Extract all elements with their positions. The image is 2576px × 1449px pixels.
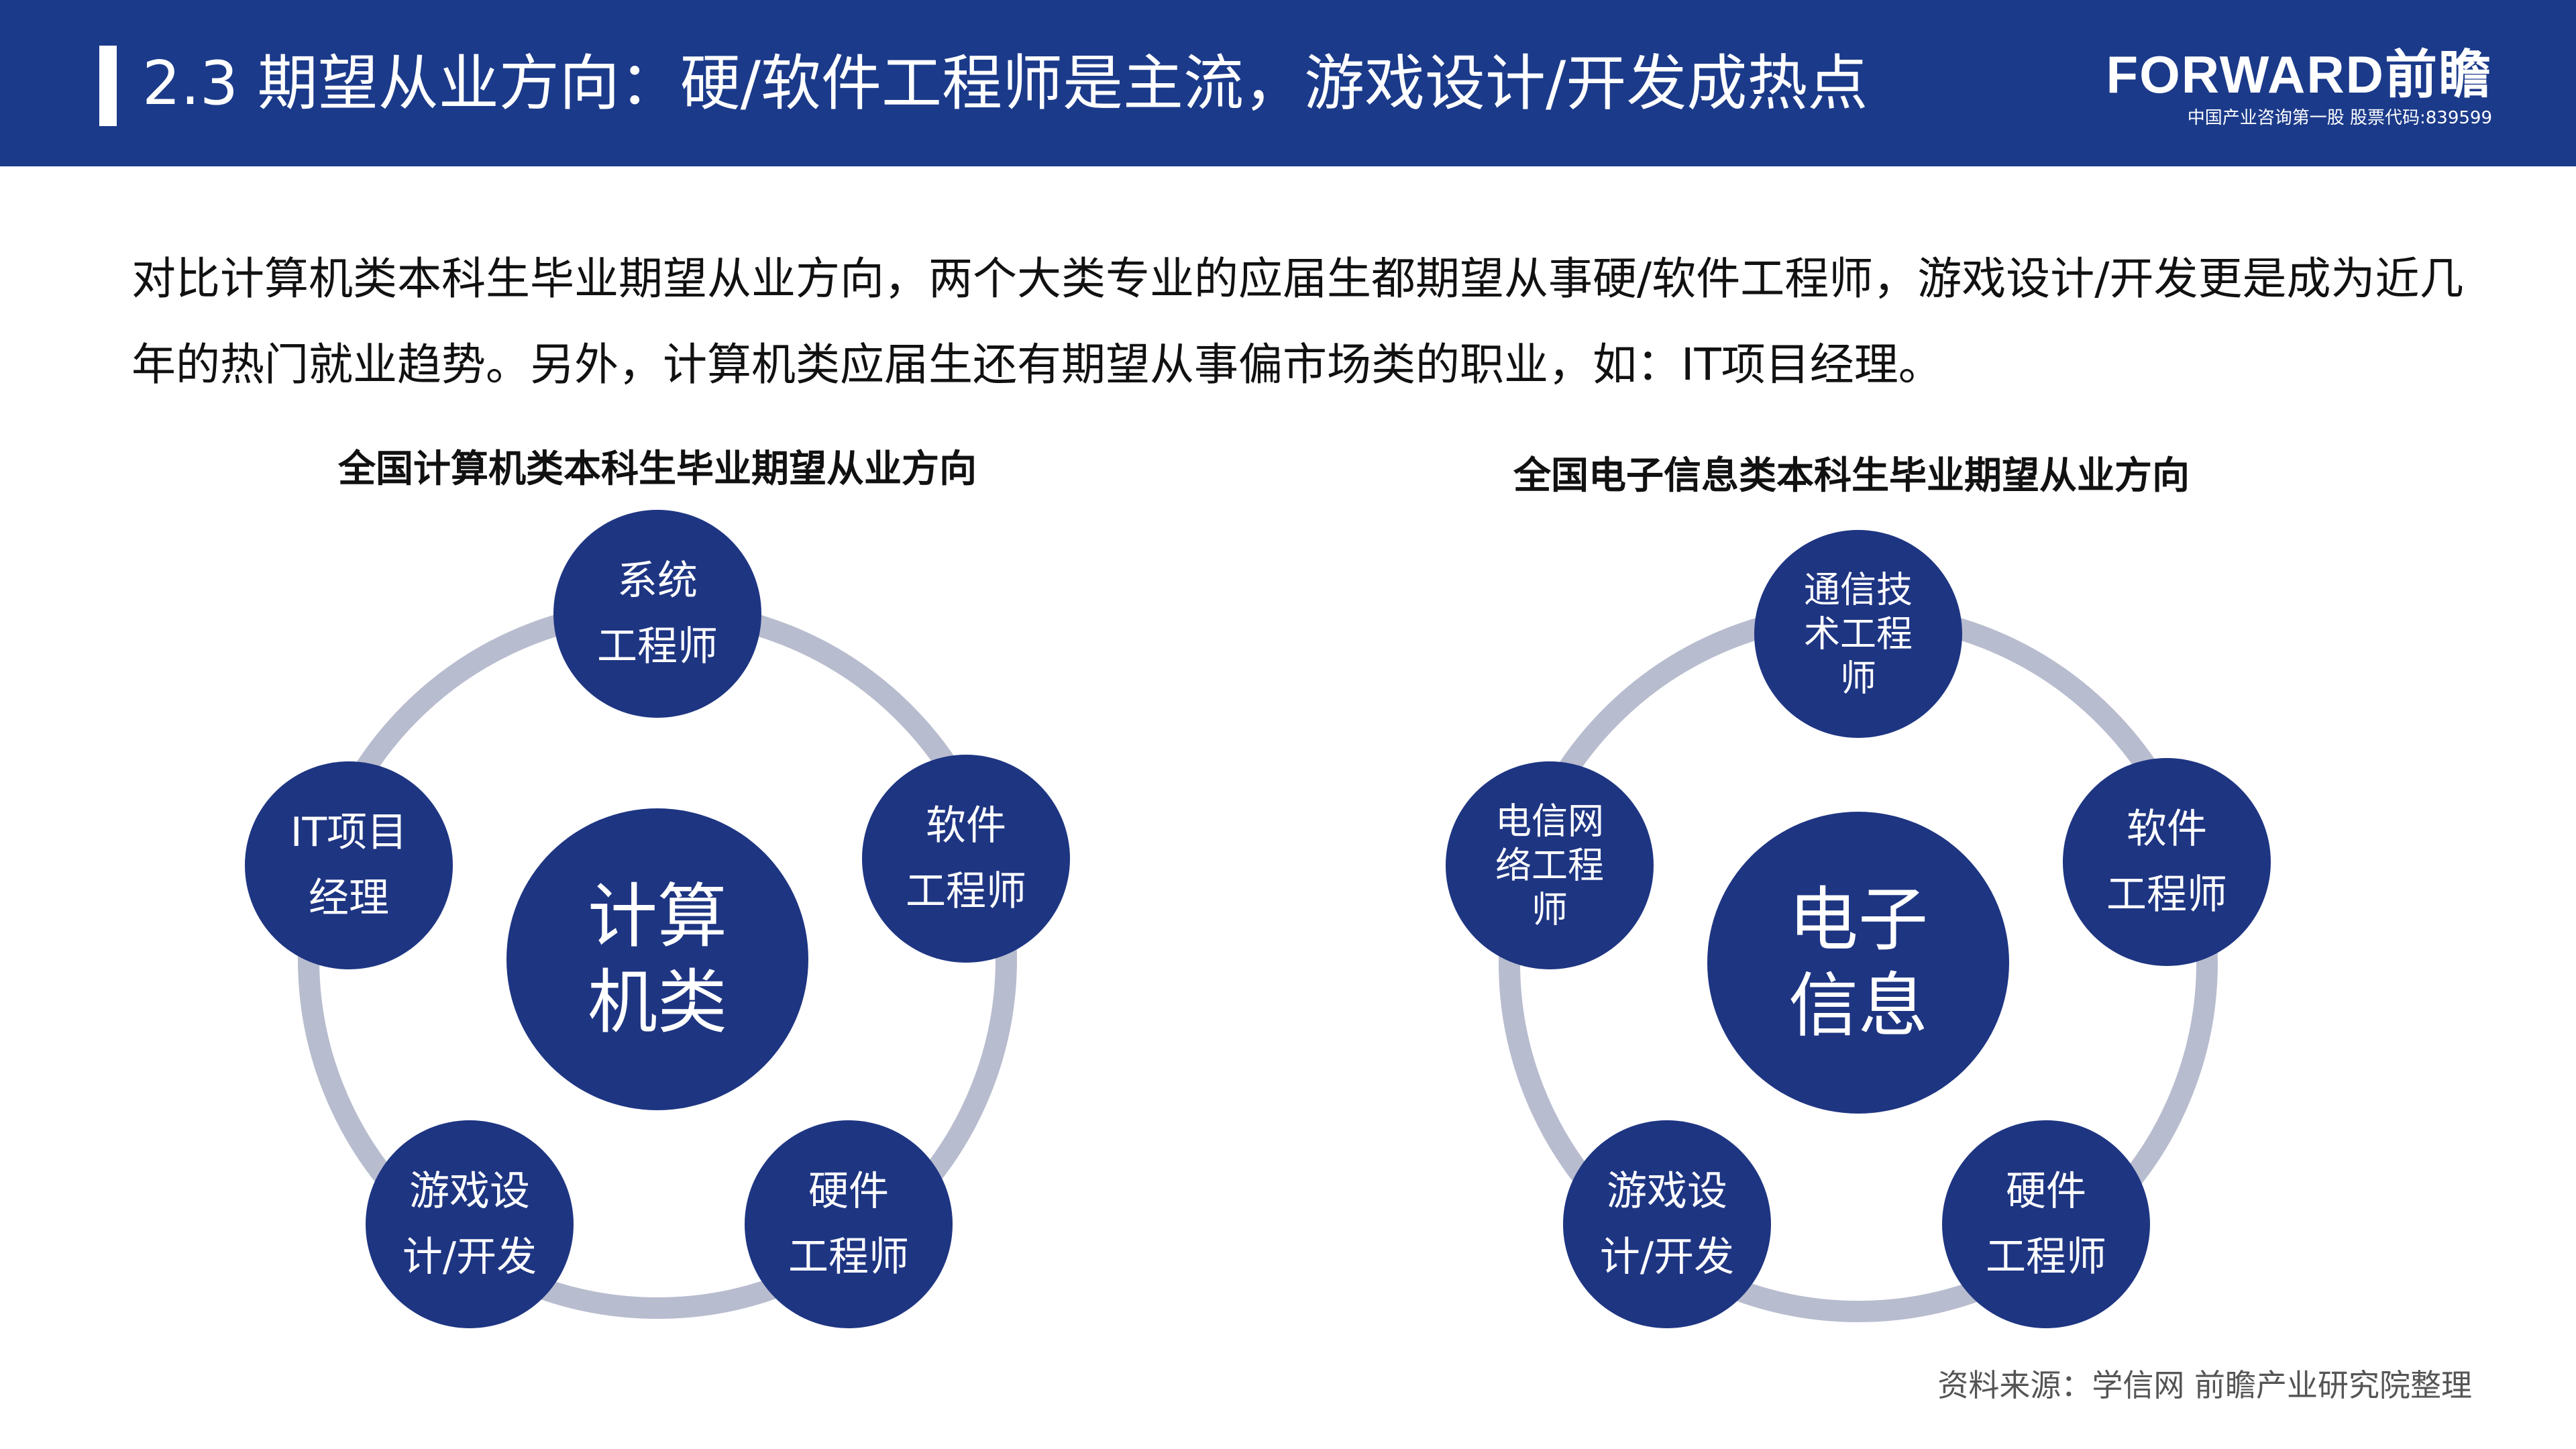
computer-center-line-1: 机类 [588, 961, 727, 1043]
logo-wordmark: FORWARD前瞻 [2106, 45, 2492, 104]
computer-center-circle [506, 808, 808, 1110]
diagram-title-computer: 全国计算机类本科生毕业期望从业方向 [338, 447, 977, 491]
computer-node-circle-4 [245, 761, 453, 969]
electronics-node-3-line-0: 游戏设 [1607, 1168, 1727, 1215]
electronics-node-circle-0 [1754, 530, 1962, 738]
title-accent-bar [99, 46, 117, 126]
logo-tagline: 中国产业咨询第一股 股票代码:839599 [2187, 108, 2492, 128]
electronics-node-circle-2 [1942, 1120, 2150, 1328]
computer-node-circle-0 [553, 510, 761, 718]
electronics-node-1-line-0: 软件 [2127, 806, 2207, 853]
electronics-center-line-0: 电子 [1788, 879, 1928, 961]
electronics-node-3-line-1: 计/开发 [1600, 1234, 1734, 1281]
computer-center-node: 计算机类 [506, 808, 808, 1110]
intro-paragraph: 对比计算机类本科生毕业期望从业方向，两个大类专业的应届生都期望从事硬/软件工程师… [131, 253, 2464, 390]
electronics-node-4-line-0: 电信网 [1495, 800, 1604, 843]
electronics-node-3: 游戏设计/开发 [1563, 1120, 1771, 1328]
computer-node-1-line-0: 软件 [926, 802, 1006, 849]
electronics-node-circle-4 [1446, 761, 1654, 969]
computer-node-3: 游戏设计/开发 [366, 1120, 574, 1328]
diagram-title-electronics: 全国电子信息类本科生毕业期望从业方向 [1513, 454, 2190, 498]
electronics-node-0-line-1: 术工程 [1804, 613, 1913, 655]
computer-node-2-line-0: 硬件 [808, 1168, 889, 1215]
computer-node-circle-3 [366, 1120, 574, 1328]
computer-node-4-line-1: 经理 [309, 875, 389, 922]
computer-node-4: IT项目经理 [245, 761, 453, 969]
computer-node-3-line-0: 游戏设 [409, 1168, 530, 1215]
header-banner: 2.3 期望从业方向：硬/软件工程师是主流，游戏设计/开发成热点 FORWARD… [0, 0, 2576, 166]
electronics-node-4-line-2: 师 [1532, 889, 1568, 931]
electronics-node-circle-1 [2063, 758, 2271, 966]
computer-node-1: 软件工程师 [862, 755, 1070, 963]
computer-node-circle-1 [862, 755, 1070, 963]
computer-node-0-line-1: 工程师 [597, 623, 718, 670]
source-note: 资料来源：学信网 前瞻产业研究院整理 [1937, 1367, 2472, 1403]
computer-center-line-0: 计算 [588, 875, 727, 957]
electronics-node-0-line-0: 通信技 [1804, 569, 1913, 611]
electronics-node-2-line-1: 工程师 [1986, 1234, 2106, 1281]
electronics-center-circle [1707, 812, 2009, 1114]
electronics-center-node: 电子信息 [1707, 812, 2009, 1114]
electronics-node-4-line-1: 络工程 [1495, 845, 1604, 887]
computer-node-2-line-1: 工程师 [788, 1234, 909, 1281]
electronics-node-1-line-1: 工程师 [2106, 871, 2227, 918]
computer-node-4-line-0: IT项目 [290, 809, 407, 856]
page-title: 2.3 期望从业方向：硬/软件工程师是主流，游戏设计/开发成热点 [142, 48, 1868, 119]
computer-node-circle-2 [745, 1120, 953, 1328]
electronics-node-circle-3 [1563, 1120, 1771, 1328]
computer-node-3-line-1: 计/开发 [402, 1234, 537, 1281]
electronics-node-1: 软件工程师 [2063, 758, 2271, 966]
electronics-node-2-line-0: 硬件 [2006, 1168, 2086, 1215]
forward-logo: FORWARD前瞻 中国产业咨询第一股 股票代码:839599 [2090, 44, 2492, 138]
computer-node-1-line-1: 工程师 [906, 868, 1026, 915]
electronics-node-0-line-2: 师 [1840, 657, 1876, 700]
computer-node-0-line-0: 系统 [617, 557, 698, 604]
electronics-center-line-1: 信息 [1788, 965, 1928, 1046]
